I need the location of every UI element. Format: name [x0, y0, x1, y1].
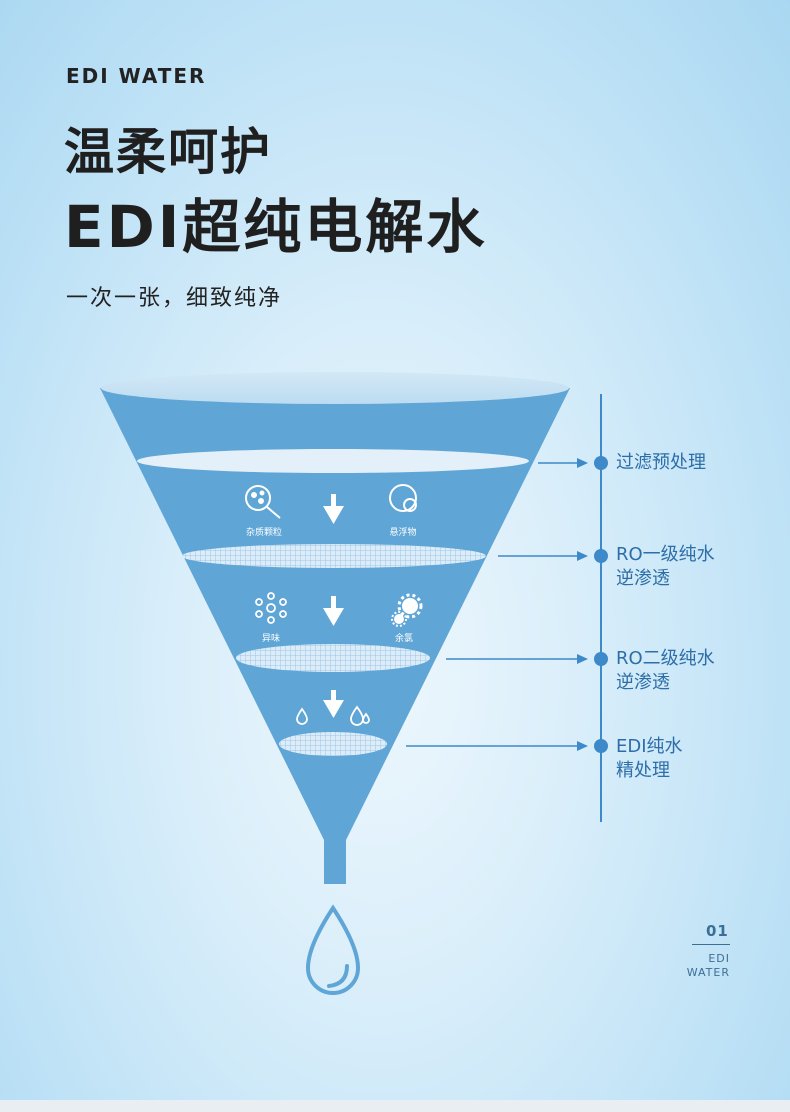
page-sub-label: EDI WATER: [678, 952, 730, 980]
small-droplet-icon: [296, 707, 308, 725]
magnifier-particles-icon: [245, 485, 281, 519]
icon-label-chlorine: 余氯: [394, 634, 413, 644]
filter-layer-ro2: [236, 644, 430, 672]
filter-layer-edi: [279, 732, 387, 756]
odor-molecule-icon: [255, 592, 287, 624]
stage-label-line1: RO二级纯水: [616, 648, 715, 669]
filter-layer-ro1: [182, 544, 486, 568]
brand-label: EDI WATER: [66, 64, 207, 88]
stage-label-ro2: RO二级纯水 逆渗透: [616, 647, 715, 695]
icon-label-suspended: 悬浮物: [389, 528, 417, 538]
double-droplet-icon: [350, 705, 370, 726]
stage-label-line2: 精处理: [616, 760, 670, 781]
stage-connector: [498, 551, 588, 561]
stage-label-line1: EDI纯水: [616, 736, 683, 757]
funnel-rim: [101, 372, 569, 404]
down-arrow-icon: [323, 596, 344, 626]
headline-line1: 温柔呵护: [64, 123, 272, 181]
stage-dot: [594, 652, 608, 666]
page-number: 01: [706, 922, 729, 940]
subheadline: 一次一张，细致纯净: [66, 286, 283, 311]
filter-layer-pretreatment: [137, 449, 529, 473]
stage-label-line1: RO一级纯水: [616, 544, 715, 565]
down-arrow-icon: [323, 690, 344, 718]
down-arrow-icon: [323, 494, 344, 524]
stage-label-line2: 逆渗透: [616, 568, 670, 589]
stage-dot: [594, 549, 608, 563]
stage-label-pretreatment: 过滤预处理: [616, 451, 706, 475]
page-number-divider: [692, 944, 730, 945]
page-sub-line2: WATER: [686, 966, 730, 979]
stage-label-line1: 过滤预处理: [616, 452, 706, 473]
stage-connector: [406, 741, 588, 751]
stage-label-edi: EDI纯水 精处理: [616, 735, 683, 783]
stage-connector: [538, 458, 588, 468]
residual-chlorine-icon: [391, 593, 423, 627]
water-drop-icon: [305, 904, 361, 995]
stage-dot: [594, 456, 608, 470]
icon-label-impurities: 杂质颗粒: [245, 528, 282, 538]
icon-label-odor: 异味: [261, 634, 280, 644]
page-sub-line1: EDI: [708, 952, 730, 965]
bottom-strip: [0, 1100, 790, 1112]
funnel-cone: [100, 388, 570, 884]
stage-label-ro1: RO一级纯水 逆渗透: [616, 543, 715, 591]
stage-dot: [594, 739, 608, 753]
suspended-matter-icon: [389, 484, 417, 512]
stage-connector: [446, 654, 588, 664]
headline-line2: EDI超纯电解水: [64, 193, 488, 261]
stage-label-line2: 逆渗透: [616, 672, 670, 693]
